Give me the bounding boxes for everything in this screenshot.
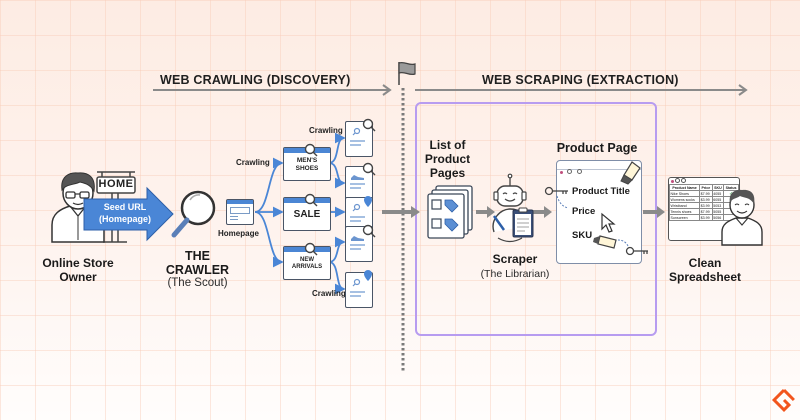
scraper-subtitle: (The Librarian)	[480, 268, 550, 280]
location-pin-icon	[364, 196, 372, 281]
owner-label-line2: Owner	[59, 270, 97, 284]
seed-url-arrow	[83, 186, 174, 242]
spreadsheet-label-line2: Spreadsheet	[668, 270, 742, 284]
section-label-line2: ARRIVALS	[291, 264, 323, 270]
homepage-node	[226, 199, 254, 225]
crawling-label: Crawling	[312, 289, 346, 298]
owner-label-line1: Online Store	[42, 256, 114, 270]
field-sku: SKU	[572, 230, 593, 241]
spreadsheet-cell: Sunscreen	[669, 214, 701, 221]
seed-url-line1: Seed URL	[103, 202, 147, 212]
home-signpost-icon	[96, 171, 136, 243]
crawler-label: THE CRAWLER (The Scout)	[160, 249, 235, 290]
crawling-label: Crawling	[309, 126, 343, 135]
highlighter-icon	[620, 161, 641, 185]
spreadsheet-label-line1: Clean	[688, 256, 722, 270]
scraper-label: Scraper (The Librarian)	[470, 252, 560, 281]
list-pages-line1: List of	[429, 138, 466, 152]
leaf-page	[345, 226, 373, 262]
section-label-line2: SHOES	[295, 165, 319, 172]
highlighter-icon	[593, 235, 617, 249]
scraping-phase-label: WEB SCRAPING (EXTRACTION)	[482, 73, 679, 87]
section-label-line1: MEN'S	[296, 157, 318, 164]
seed-url-line2: (Homepage)	[98, 214, 151, 224]
section-label-line1: NEW	[300, 257, 314, 263]
leaf-page	[345, 272, 373, 308]
crawling-phase-label: WEB CRAWLING (DISCOVERY)	[160, 73, 351, 87]
flag-icon	[398, 61, 416, 85]
key-icon	[544, 186, 568, 196]
seed-url-label: Seed URL (Homepage)	[94, 201, 156, 225]
crawler-subtitle: (The Scout)	[167, 277, 228, 289]
cursor-icon	[601, 212, 616, 233]
product-page-title: Product Page	[556, 141, 638, 155]
list-pages-line3: Pages	[429, 166, 466, 180]
crawler-title-line1: THE	[185, 249, 210, 263]
crawler-title-line2: CRAWLER	[165, 263, 230, 277]
scraper-title: Scraper	[492, 252, 538, 266]
search-icon	[304, 118, 376, 256]
crawling-label: Crawling	[236, 158, 270, 167]
key-icon	[625, 246, 648, 256]
list-pages-label: List of Product Pages	[420, 138, 475, 180]
scraping-region	[415, 102, 657, 336]
field-product-title: Product Title	[572, 186, 630, 197]
crawler-magnifier-icon	[171, 190, 216, 238]
owner-label: Online Store Owner	[38, 256, 118, 284]
field-price: Price	[572, 206, 596, 217]
shoe-icon	[351, 175, 364, 241]
list-pages-line2: Product	[424, 152, 471, 166]
section-label: SALE	[293, 209, 321, 220]
spreadsheet-cell: 5056	[711, 214, 725, 221]
homepage-label: Homepage	[218, 229, 259, 238]
spreadsheet-label: Clean Spreadsheet	[660, 256, 750, 284]
home-sign-text: HOME	[98, 178, 134, 190]
